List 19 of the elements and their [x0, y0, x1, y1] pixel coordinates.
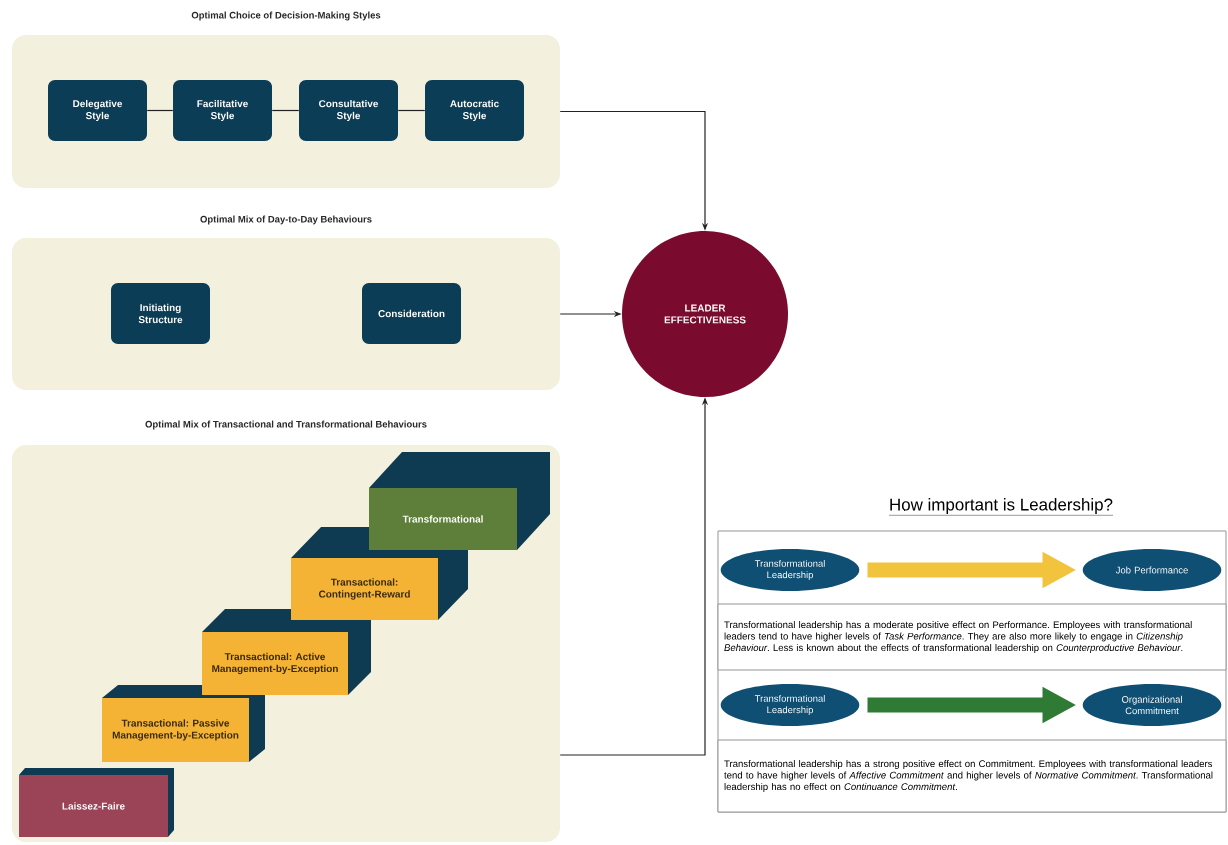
style-box: Delegative Style — [48, 80, 147, 141]
panel-heading: Optimal Mix of Transactional and Transformational Behaviours — [145, 420, 427, 430]
style-box: Initiating Structure — [111, 283, 210, 344]
connector-line — [397, 109, 426, 112]
style-box: Consultative Style — [299, 80, 398, 141]
step-block: Transformational — [369, 452, 550, 550]
table-heading: How important is Leadership? — [888, 498, 1114, 516]
step-block: Laissez-Faire — [19, 768, 174, 837]
connector-line — [271, 109, 300, 112]
style-box: Autocratic Style — [425, 80, 524, 141]
description-row: Transformational leadership has a moderate positive effect on Performance. Employees with transformational leaders tend to have higher levels of Task Performance. They are also more likely to engage in Citizenship Behaviour. Less is known about the effects of transformational leadership on Counterproductive Behaviour. — [717, 603, 1227, 671]
step-block: Transactional: Active Management-by-Exception — [202, 609, 371, 695]
style-box: Facilitative Style — [173, 80, 272, 141]
panel-heading: Optimal Mix of Day-to-Day Behaviours — [200, 215, 372, 225]
step-block: Transactional: Passive Management-by-Exception — [102, 685, 265, 762]
connector-line — [146, 109, 174, 112]
description-row: Transformational leadership has a strong positive effect on Commitment. Employees with transformational leaders tend to have higher levels of Affective Commitment and higher levels of Normative Commitment. Transformational leadership has no effect on Continuance Commitment. — [717, 739, 1227, 813]
style-box: Consideration — [362, 283, 461, 344]
panel-heading: Optimal Choice of Decision-Making Styles — [191, 11, 381, 21]
